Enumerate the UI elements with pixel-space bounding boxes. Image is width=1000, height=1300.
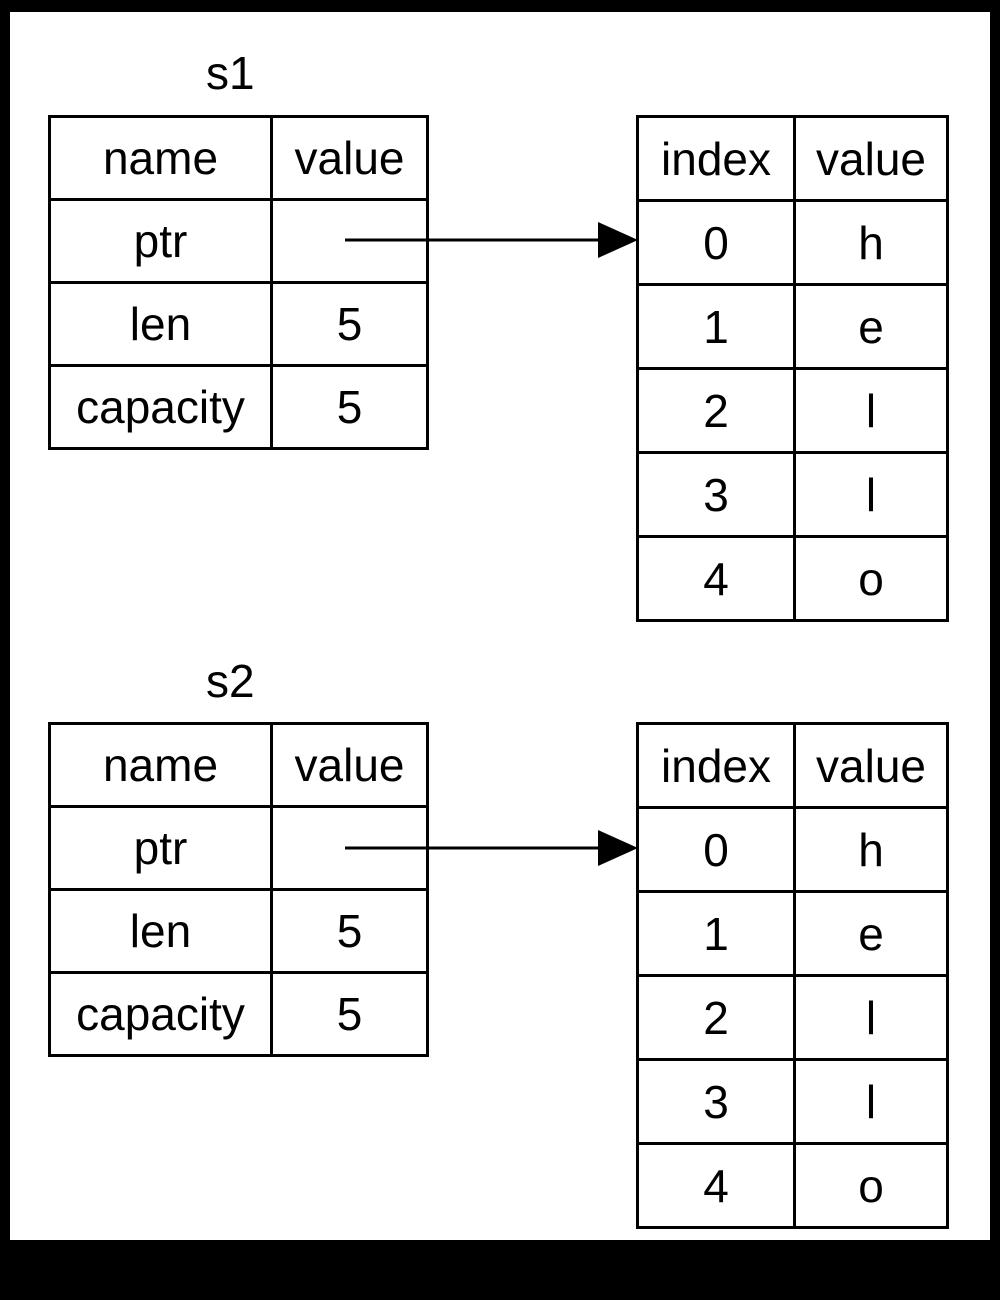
column-header-value: value — [793, 115, 949, 202]
column-header-name: name — [48, 115, 273, 201]
cell-index: 4 — [636, 535, 796, 622]
border-bar-right — [990, 0, 1000, 1300]
struct-label-s2: s2 — [206, 655, 255, 707]
cell-len-name: len — [48, 888, 273, 974]
table-row: 0 h — [636, 806, 949, 893]
table-row: capacity 5 — [48, 971, 429, 1057]
border-bar-bottom — [0, 1240, 1000, 1300]
cell-char: e — [793, 890, 949, 977]
cell-capacity-value: 5 — [270, 364, 429, 450]
column-header-name: name — [48, 722, 273, 808]
table-row: 3 l — [636, 451, 949, 538]
table-row: index value — [636, 115, 949, 202]
column-header-value: value — [270, 115, 429, 201]
cell-char: h — [793, 199, 949, 286]
table-row: 4 o — [636, 1142, 949, 1229]
table-row: name value — [48, 115, 429, 201]
cell-capacity-name: capacity — [48, 971, 273, 1057]
table-row: len 5 — [48, 281, 429, 367]
table-row: len 5 — [48, 888, 429, 974]
cell-index: 3 — [636, 451, 796, 538]
cell-index: 3 — [636, 1058, 796, 1145]
table-row: ptr — [48, 805, 429, 891]
table-row: 3 l — [636, 1058, 949, 1145]
table-row: 0 h — [636, 199, 949, 286]
table-row: 2 l — [636, 367, 949, 454]
cell-char: l — [793, 1058, 949, 1145]
heap-table-s1: index value 0 h 1 e 2 l 3 l 4 o — [636, 115, 949, 622]
cell-char: l — [793, 451, 949, 538]
border-bar-left — [0, 0, 10, 1300]
table-row: capacity 5 — [48, 364, 429, 450]
cell-index: 2 — [636, 367, 796, 454]
column-header-index: index — [636, 722, 796, 809]
column-header-value: value — [270, 722, 429, 808]
column-header-index: index — [636, 115, 796, 202]
cell-ptr-value — [270, 198, 429, 284]
table-row: 1 e — [636, 283, 949, 370]
table-row: 4 o — [636, 535, 949, 622]
cell-len-value: 5 — [270, 888, 429, 974]
cell-capacity-name: capacity — [48, 364, 273, 450]
cell-index: 1 — [636, 283, 796, 370]
cell-index: 1 — [636, 890, 796, 977]
cell-index: 2 — [636, 974, 796, 1061]
cell-char: o — [793, 535, 949, 622]
stack-table-s1: name value ptr len 5 capacity 5 — [48, 115, 429, 450]
table-row: index value — [636, 722, 949, 809]
border-bar-top — [0, 0, 1000, 12]
cell-len-value: 5 — [270, 281, 429, 367]
heap-table-s2: index value 0 h 1 e 2 l 3 l 4 o — [636, 722, 949, 1229]
struct-label-s1: s1 — [206, 47, 255, 99]
stack-table-s2: name value ptr len 5 capacity 5 — [48, 722, 429, 1057]
table-row: name value — [48, 722, 429, 808]
cell-char: l — [793, 367, 949, 454]
cell-index: 0 — [636, 806, 796, 893]
cell-char: e — [793, 283, 949, 370]
cell-index: 0 — [636, 199, 796, 286]
cell-ptr-name: ptr — [48, 198, 273, 284]
cell-index: 4 — [636, 1142, 796, 1229]
cell-capacity-value: 5 — [270, 971, 429, 1057]
table-row: 2 l — [636, 974, 949, 1061]
cell-char: l — [793, 974, 949, 1061]
table-row: ptr — [48, 198, 429, 284]
table-row: 1 e — [636, 890, 949, 977]
cell-len-name: len — [48, 281, 273, 367]
column-header-value: value — [793, 722, 949, 809]
cell-char: o — [793, 1142, 949, 1229]
cell-ptr-name: ptr — [48, 805, 273, 891]
cell-ptr-value — [270, 805, 429, 891]
cell-char: h — [793, 806, 949, 893]
